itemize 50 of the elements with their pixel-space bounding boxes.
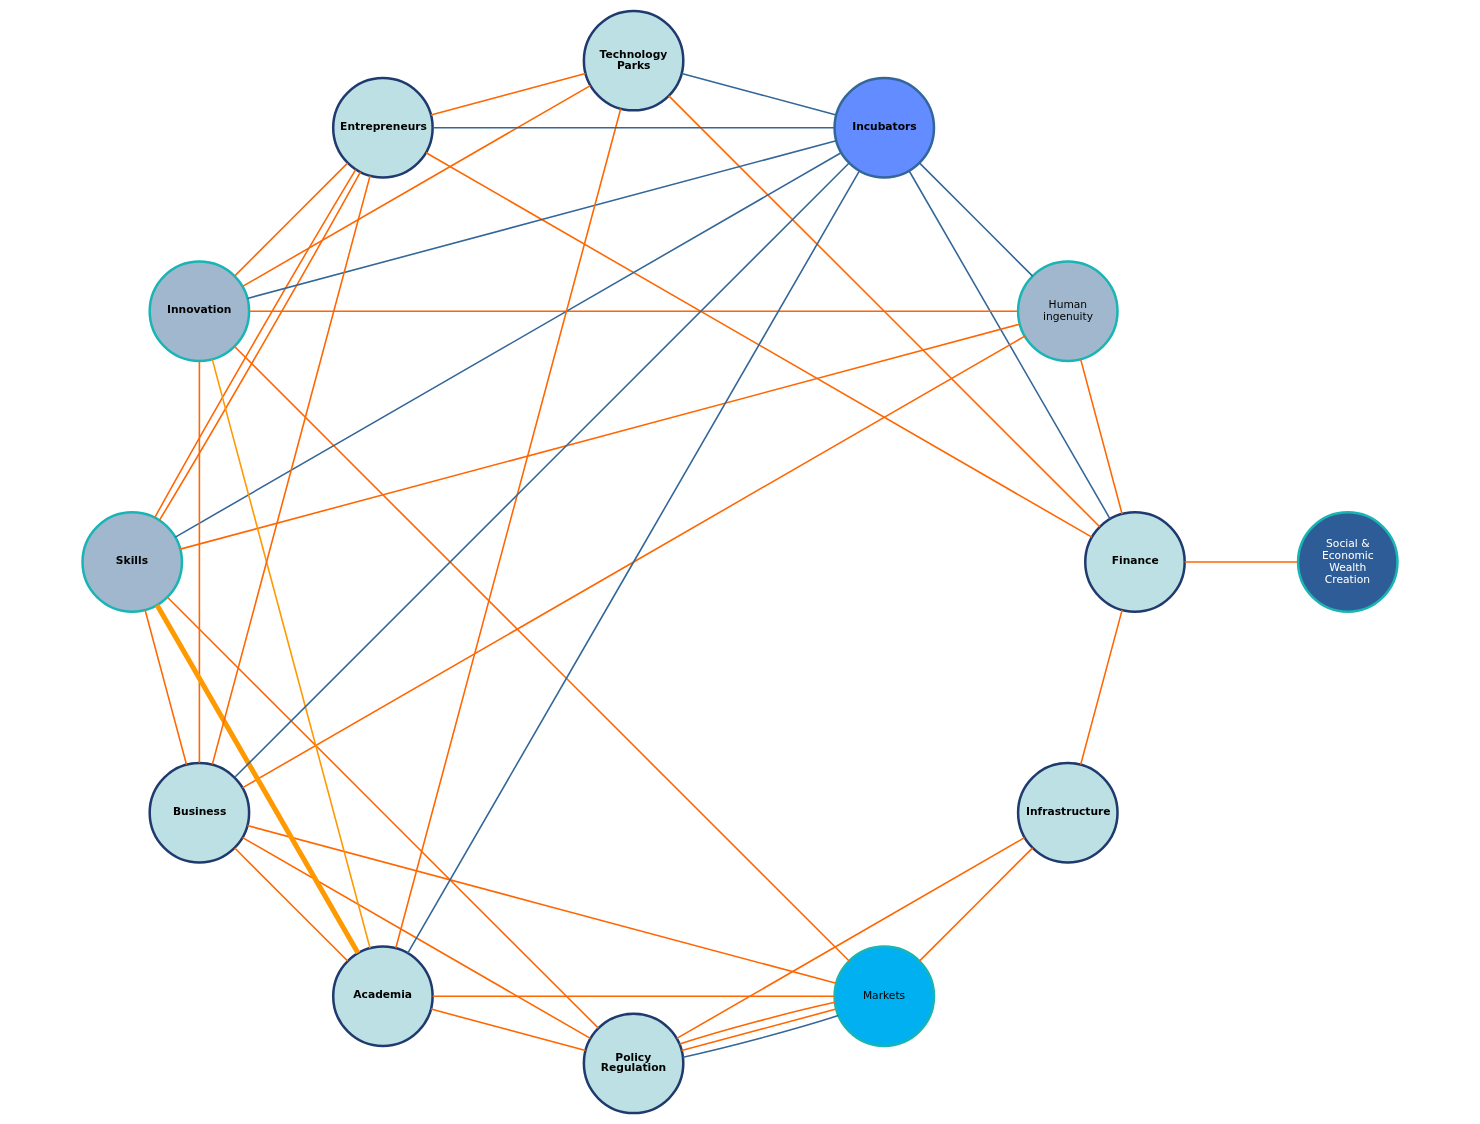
connector: [241, 836, 592, 1040]
connector: [918, 847, 1034, 962]
connector: [246, 139, 837, 300]
connector: [248, 310, 1019, 313]
connector: [246, 824, 837, 985]
connector: [1079, 358, 1123, 515]
connector: [432, 127, 836, 129]
connector: [174, 151, 842, 538]
connector: [395, 107, 622, 949]
node-circle: Policy Regulation: [582, 1012, 685, 1115]
connector: [211, 358, 371, 949]
connector: [676, 836, 1026, 1040]
connector: [144, 609, 188, 766]
connector: [241, 335, 1026, 789]
connector: [241, 84, 592, 288]
node-circle: Infrastructure: [1016, 761, 1119, 864]
connector: [432, 995, 836, 997]
connector: [198, 360, 201, 764]
connector: [668, 95, 1101, 528]
connector: [233, 847, 349, 962]
connector: [1183, 561, 1299, 563]
connector: [211, 175, 371, 766]
connector: [918, 162, 1034, 277]
node-circle: Entrepreneurs: [331, 76, 434, 179]
connector: [908, 170, 1111, 520]
connector: [430, 72, 587, 116]
connector: [234, 162, 850, 779]
node-circle: Social & Economic Wealth Creation: [1296, 511, 1399, 613]
connector: [430, 1008, 587, 1052]
connector: [155, 603, 361, 955]
connector: [680, 72, 838, 116]
connector: [682, 1014, 840, 1058]
node-circle: Incubators: [833, 76, 936, 179]
connector: [680, 1008, 837, 1052]
node-circle: Business: [148, 761, 251, 864]
connector: [425, 151, 1093, 538]
connector: [179, 323, 1021, 550]
connector: [166, 596, 600, 1029]
node-circle: Technology Parks: [582, 9, 685, 112]
node-circle: Innovation: [148, 260, 251, 363]
node-circle: Academia: [331, 945, 434, 1048]
node-circle: Human ingenuity: [1016, 260, 1119, 363]
connector: [1079, 609, 1123, 766]
connector: [233, 162, 349, 277]
connector: [233, 345, 850, 962]
node-circle: Skills: [81, 511, 184, 613]
node-circle: Finance: [1084, 511, 1186, 613]
node-circle: Markets: [833, 945, 936, 1048]
connector: [678, 1001, 836, 1045]
connector: [407, 170, 861, 954]
